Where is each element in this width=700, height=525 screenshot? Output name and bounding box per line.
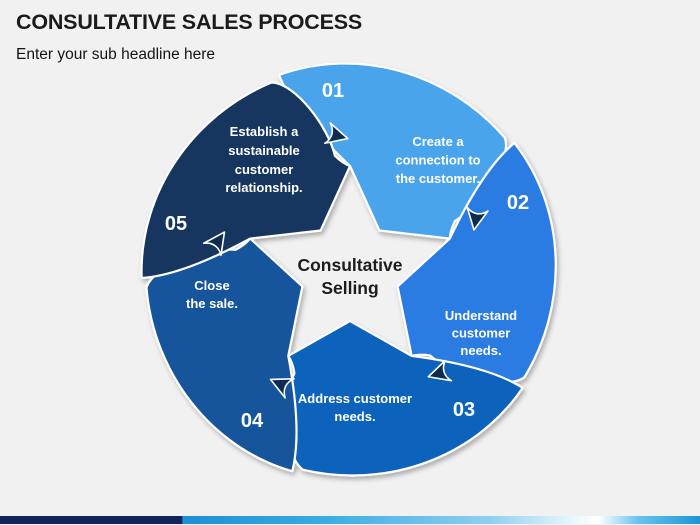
step-03-number: 03 [453, 399, 475, 421]
step-01-label: the customer. [396, 171, 481, 186]
step-04-label: Close [194, 278, 229, 293]
step-05-label: Establish a [230, 124, 299, 139]
slide-subtitle: Enter your sub headline here [16, 46, 216, 63]
arrow-04-to-05-icon [202, 231, 226, 257]
step-01-number: 01 [322, 80, 344, 102]
diagram-center-title: Consultative [297, 255, 402, 275]
slide-footer-accent-bar [0, 516, 700, 524]
petal-step-05 [140, 81, 352, 280]
step-02-label: customer [452, 326, 511, 341]
step-05-label: relationship. [225, 180, 302, 195]
step-04-number: 04 [241, 410, 264, 432]
petal-step-02 [396, 141, 557, 384]
step-01-label: Create a [412, 134, 464, 149]
petal-step-04 [145, 237, 304, 473]
step-04-label: the sale. [186, 296, 238, 311]
step-05-label: sustainable [228, 143, 300, 158]
arrow-03-to-04-icon [269, 378, 295, 399]
step-01-label: connection to [395, 153, 480, 168]
slide-title: CONSULTATIVE SALES PROCESS [16, 10, 363, 34]
step-03-label: needs. [334, 409, 375, 424]
step-03-label: Address customer [298, 391, 412, 406]
arrow-05-to-01-icon [323, 122, 349, 145]
arrow-02-to-03-icon [427, 359, 453, 382]
arrow-01-to-02-icon [466, 206, 489, 231]
petal-step-03 [285, 319, 524, 477]
step-02-number: 02 [507, 192, 529, 214]
step-02-label: needs. [460, 343, 501, 358]
step-02-label: Understand [445, 308, 517, 323]
diagram-center-title: Selling [321, 278, 378, 298]
step-05-label: customer [235, 162, 294, 177]
step-05-number: 05 [165, 213, 187, 235]
